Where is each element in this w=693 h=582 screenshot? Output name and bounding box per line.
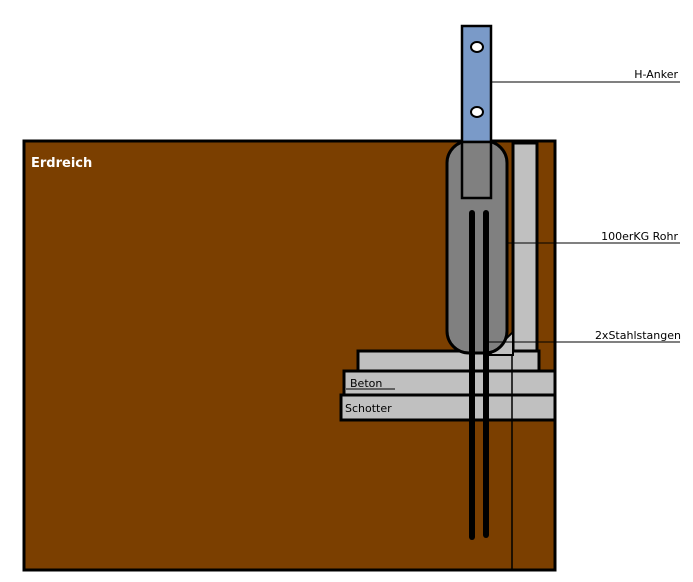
bolt-hole-icon (470, 41, 484, 53)
earth-label: Erdreich (31, 156, 92, 171)
rods-label: 2xStahlstangen (595, 329, 681, 342)
steel-rod (483, 210, 489, 538)
concrete-label: Beton (350, 377, 382, 390)
pipe-label: 100erKG Rohr (601, 230, 678, 243)
h-anchor (460, 24, 493, 144)
gravel-label: Schotter (345, 402, 392, 415)
h-anchor-base (460, 140, 493, 200)
gravel-layer (339, 393, 557, 422)
concrete-layer (342, 369, 557, 397)
bolt-hole-icon (470, 106, 484, 118)
steel-rod (469, 210, 475, 540)
h-anchor-label: H-Anker (634, 68, 678, 81)
concrete-wall (511, 141, 539, 357)
